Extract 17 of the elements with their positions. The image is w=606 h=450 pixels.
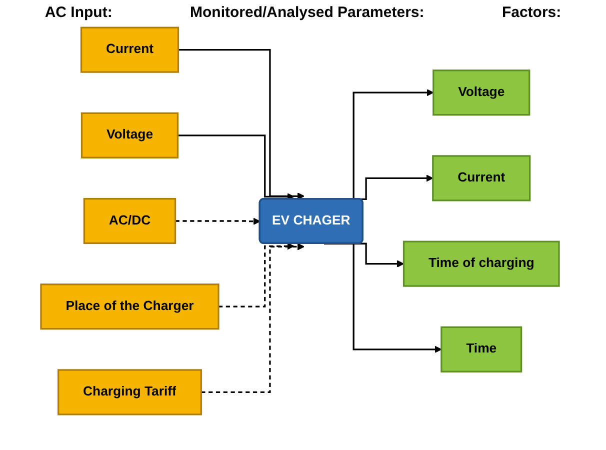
arrow	[218, 242, 294, 308]
arrow	[201, 243, 304, 394]
heading-label: Factors:	[502, 4, 562, 21]
node-box: Time of charging	[402, 240, 560, 287]
arrow	[178, 48, 304, 200]
arrow	[175, 218, 260, 225]
node-box: Time	[440, 326, 522, 372]
node-box: Current	[80, 26, 180, 73]
node-box: AC/DC	[83, 198, 176, 244]
node-box: Place of the Charger	[40, 284, 220, 330]
arrow	[178, 134, 294, 200]
heading-label: Monitored/Analysed Parameters:	[190, 4, 424, 21]
node-box: Voltage	[80, 112, 179, 158]
node-box: Charging Tariff	[58, 369, 202, 416]
node-box: Current	[432, 155, 531, 202]
heading-label: AC Input:	[44, 4, 112, 21]
node-box: Voltage	[432, 70, 530, 116]
